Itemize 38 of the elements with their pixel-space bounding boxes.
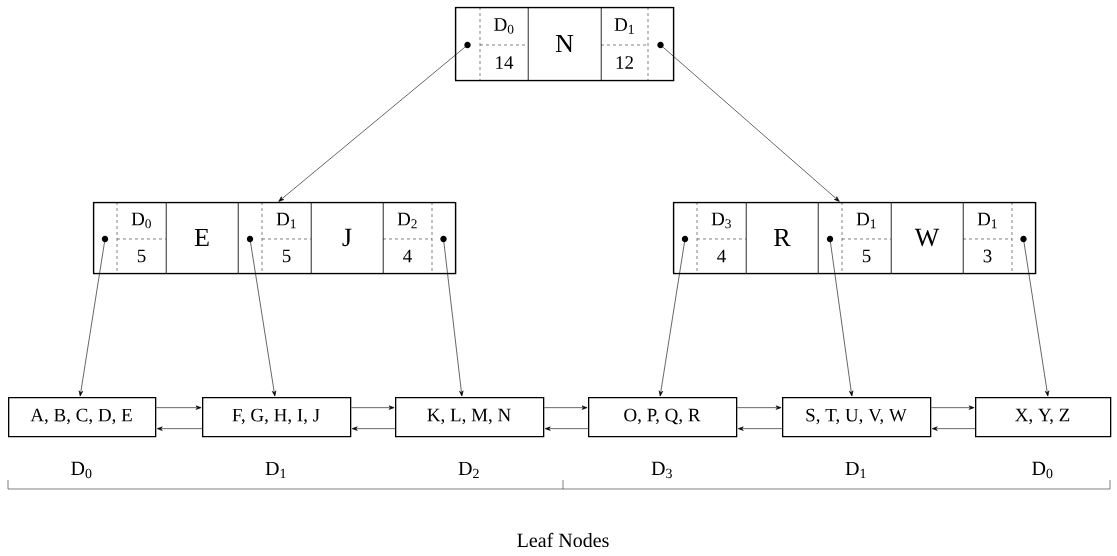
leaf-node-box: F, G, H, I, J <box>202 397 352 438</box>
pointer-cell: D$_{0}$ 5 <box>93 201 167 274</box>
pointer-cell: D$_{3}$ 4 <box>673 201 747 274</box>
link-arrow <box>156 426 203 431</box>
pointer-arrow <box>278 44 468 202</box>
link-arrow <box>931 426 976 431</box>
pointer-arrow <box>660 44 840 202</box>
link-arrow <box>351 426 396 431</box>
pointer-cell: D$_{1}$ 5 <box>238 201 312 274</box>
leaf-node-box: O, P, Q, R <box>588 397 738 438</box>
leaf-label: D$_{1}$ <box>265 461 286 479</box>
link-arrow <box>931 405 975 410</box>
link-arrow <box>544 426 589 431</box>
link-arrow <box>544 405 588 410</box>
pointer-cell: D$_{0}$ 14 <box>455 6 529 81</box>
leaf-label: D$_{0}$ <box>71 461 92 479</box>
pointer-cell: D$_{1}$ 5 <box>818 201 892 274</box>
link-arrow <box>156 405 202 410</box>
leaf-label: D$_{0}$ <box>1032 461 1053 479</box>
leaf-label: D$_{3}$ <box>651 461 672 479</box>
leaf-node-box: A, B, C, D, E <box>8 397 157 438</box>
pointer-cell: D$_{2}$ 4 <box>382 201 456 274</box>
link-arrow <box>737 426 783 431</box>
bracket-label: Leaf Nodes <box>517 532 609 548</box>
key-cell: R <box>746 202 819 274</box>
leaf-label: D$_{1}$ <box>845 461 866 479</box>
key-cell: N <box>528 7 602 81</box>
leaf-node-box: K, L, M, N <box>395 397 545 438</box>
key-cell: W <box>891 202 964 274</box>
link-arrow <box>351 405 395 410</box>
leaf-label: D$_{2}$ <box>458 461 479 479</box>
leaf-node-box: S, T, U, V, W <box>782 397 932 438</box>
pointer-cell: D$_{1}$ 12 <box>600 6 674 81</box>
pointer-cell: D$_{1}$ 3 <box>962 201 1036 274</box>
leaf-node-box: X, Y, Z <box>975 397 1112 438</box>
key-cell: E <box>166 202 239 274</box>
key-cell: J <box>311 202 384 274</box>
link-arrow <box>737 405 782 410</box>
